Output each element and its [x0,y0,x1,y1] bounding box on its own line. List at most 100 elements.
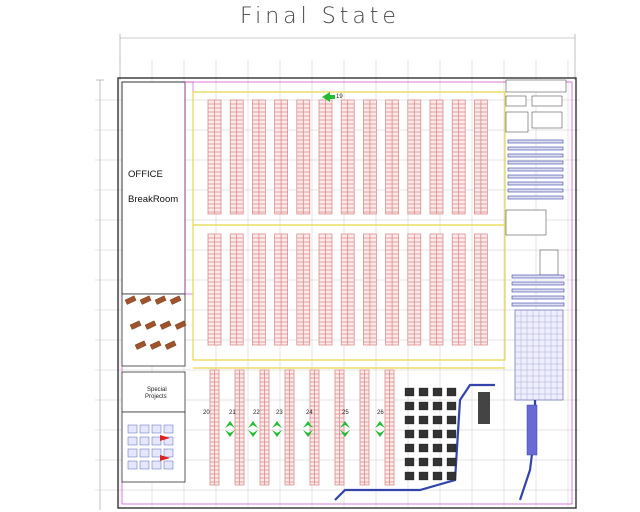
right-shelving [507,139,565,307]
aisle-arrow-up [225,421,235,428]
pallet-rack [164,340,177,350]
special-projects-room [121,371,186,413]
special-projects-label-2: Projects [145,394,167,400]
breakroom-label: BreakRoom [128,194,179,205]
shipping-table [139,460,150,470]
equipment-block [505,79,567,93]
shipping-table [151,436,162,446]
work-cell [418,387,429,397]
shipping-table [139,436,150,446]
shelf-row [507,146,564,151]
building-outline [117,77,577,509]
dimension-lines [96,34,576,510]
yellow-walkways [192,91,506,369]
work-cell [404,471,415,481]
shipping-table [151,424,162,434]
equipment-block [539,249,559,276]
work-cell [446,443,457,453]
work-cell [404,457,415,467]
aisle-number: 20 [203,410,210,416]
pallet-rack [159,320,172,330]
equipment-block [531,95,563,107]
work-cell [432,471,443,481]
rack-field-lower [209,369,395,486]
aisle-arrows [225,421,385,437]
aisle-arrow-up [248,421,258,428]
work-cell [432,401,443,411]
rack-storage-room [121,293,186,367]
shelf-row [511,274,565,279]
brown-pallet-racks [124,295,187,350]
aisle-arrow-up [375,421,385,428]
aisle-number: 22 [253,410,260,416]
aisle-arrow-down [340,430,350,437]
equipment-block [505,111,529,133]
equipment-block [531,111,563,129]
pallet-rack [174,320,187,330]
work-cells [404,387,457,481]
work-cell [418,401,429,411]
red-arrow [160,435,170,441]
special-projects-label-1: Special [147,387,167,393]
pallet-rack [124,295,137,305]
shelf-row [507,153,564,158]
right-equipment-area [505,79,567,276]
pallet-rack [149,340,162,350]
pallet-rack [134,340,147,350]
equipment-block [505,95,527,107]
marker-arrow [322,92,335,102]
shelf-row [511,295,565,300]
work-cell [446,415,457,425]
aisle-number: 25 [342,410,349,416]
aisle-arrow-down [375,430,385,437]
work-cell [404,387,415,397]
aisle-number: 26 [377,410,384,416]
shipping-table [127,424,138,434]
shelf-row [507,174,564,179]
rack-field-upper [207,99,488,215]
work-cell [418,443,429,453]
office-corridor [184,81,194,295]
work-cell [418,429,429,439]
shipping-room [121,411,186,483]
shipping-table [151,448,162,458]
shipping-table [151,460,162,470]
office-label: OFFICE [128,169,163,180]
work-cell [432,457,443,467]
work-cell [404,429,415,439]
shelf-row [507,195,564,200]
work-cell [446,471,457,481]
shipping-table [163,436,174,446]
shipping-table [139,424,150,434]
work-cell [446,387,457,397]
shelf-row [507,139,564,144]
work-cell [432,443,443,453]
equipment-block [505,209,547,236]
pallet-rack [144,320,157,330]
shipping-tables [127,424,174,470]
shelf-row [511,281,565,286]
work-cell [432,387,443,397]
shelf-row [507,160,564,165]
work-cell [418,471,429,481]
shelf-row [507,181,564,186]
shipping-table [163,424,174,434]
shelf-row [507,167,564,172]
aisle-arrow-up [272,421,282,428]
shipping-table [127,460,138,470]
pallet-rack [129,320,142,330]
aisle-number: 24 [306,410,313,416]
shipping-table [127,436,138,446]
work-cell [418,457,429,467]
pallet-rack [154,295,167,305]
shipping-table [139,448,150,458]
diagram-title: Final State [240,4,400,29]
aisle-arrow-up [303,421,313,428]
right-storage-grid [514,309,564,401]
shelf-row [511,288,565,293]
pallet-rack [169,295,182,305]
shipping-table [163,448,174,458]
marker-number: 19 [336,94,343,100]
work-cell [432,415,443,425]
